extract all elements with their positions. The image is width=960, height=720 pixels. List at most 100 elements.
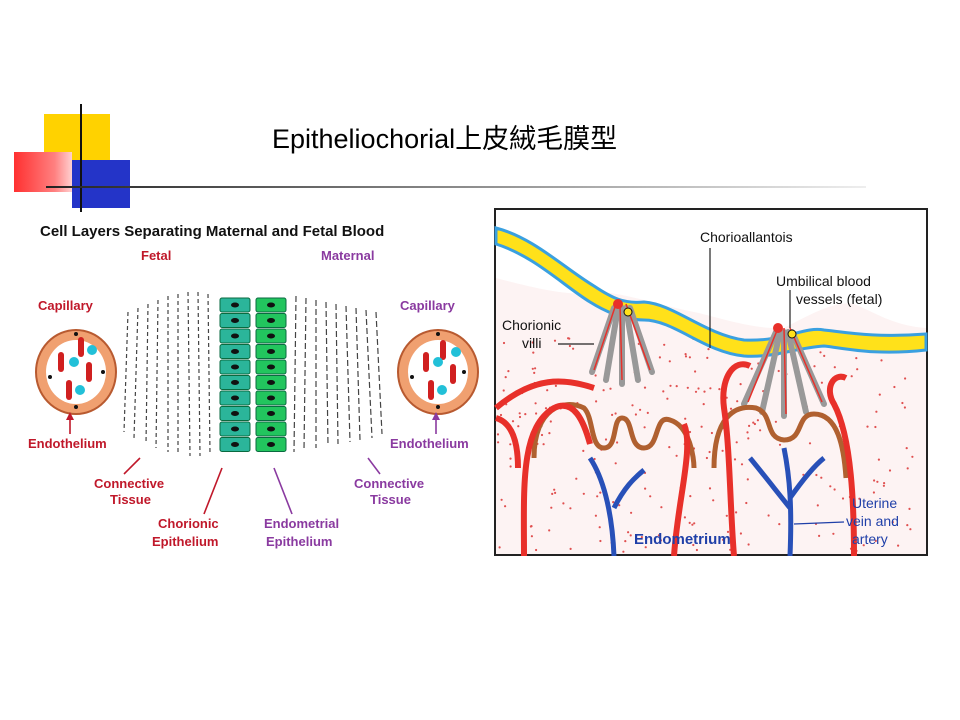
- stipple-dot: [599, 491, 602, 494]
- fetal-label: Fetal: [141, 248, 171, 263]
- stipple-dot: [549, 420, 552, 423]
- stipple-dot: [697, 387, 700, 390]
- uterine-label-line3: artery: [852, 531, 888, 547]
- stipple-dot: [504, 376, 507, 379]
- cell-nucleus: [267, 411, 275, 416]
- stipple-dot: [511, 420, 515, 423]
- stipple-dot: [646, 411, 649, 414]
- stipple-dot: [689, 495, 692, 498]
- stipple-dot: [540, 433, 544, 437]
- stipple-dot: [596, 495, 599, 498]
- stipple-dot: [746, 478, 749, 481]
- stipple-dot: [874, 539, 877, 542]
- stipple-dot: [531, 341, 534, 344]
- arrow-endometrial-epithelium: [273, 467, 293, 515]
- stipple-dot: [813, 365, 816, 368]
- fetal-capillary: [35, 329, 117, 415]
- stipple-dot: [502, 389, 505, 392]
- arrowhead-endothelium-right: [432, 412, 440, 420]
- cell-nucleus: [231, 364, 239, 370]
- stipple-dot: [756, 419, 759, 422]
- stipple-dot: [875, 410, 878, 413]
- stipple-dot: [694, 390, 698, 393]
- cell-nucleus: [267, 302, 275, 308]
- stipple-dot: [614, 412, 617, 415]
- stipple-dot: [568, 344, 571, 348]
- stipple-dot: [759, 429, 762, 432]
- stipple-dot: [675, 385, 678, 388]
- stipple-dot: [829, 485, 832, 488]
- stipple-dot: [712, 499, 715, 502]
- stipple-dot: [684, 417, 687, 420]
- stipple-dot: [736, 400, 739, 403]
- stipple-dot: [662, 390, 665, 393]
- stipple-dot: [705, 456, 708, 460]
- stipple-dot: [833, 488, 836, 491]
- stipple-dot: [911, 455, 914, 458]
- stipple-dot: [616, 441, 619, 444]
- stipple-dot: [855, 357, 858, 360]
- stipple-dot: [668, 360, 671, 363]
- stipple-dot: [729, 407, 733, 410]
- cell-nucleus: [231, 349, 239, 354]
- stipple-dot: [631, 404, 634, 407]
- slide-title: Epitheliochorial上皮絨毛膜型: [272, 124, 618, 154]
- stipple-dot: [535, 548, 538, 552]
- stipple-dot: [703, 390, 706, 393]
- arrow-chorionic-epithelium: [203, 467, 223, 515]
- stipple-dot: [740, 463, 744, 466]
- stipple-dot: [708, 487, 712, 490]
- stipple-dot: [582, 492, 585, 495]
- uterine-veins: [587, 447, 826, 556]
- stipple-dot: [819, 351, 822, 354]
- cell-nucleus: [267, 442, 275, 447]
- endometrium-label: Endometrium: [634, 531, 731, 548]
- stipple-dot: [640, 536, 643, 539]
- umbilical-vessel-left-2: [623, 307, 633, 317]
- deco-red-square: [14, 152, 72, 192]
- stipple-dot: [504, 505, 507, 508]
- stipple-dot: [877, 458, 880, 461]
- stipple-dot: [820, 476, 823, 479]
- endothelium-right-label: Endothelium: [390, 436, 469, 451]
- stipple-dot: [534, 367, 537, 370]
- stipple-dot: [691, 523, 694, 526]
- placenta-illustration: Chorioallantois Umbilical blood vessels …: [494, 208, 928, 556]
- uterine-label-line1: Uterine: [852, 495, 897, 511]
- umbilical-vessel-left: [613, 299, 623, 309]
- stipple-dot: [643, 386, 647, 389]
- stipple-dot: [649, 495, 652, 498]
- cell-nucleus: [231, 333, 239, 339]
- uterine-label-line2: vein and: [846, 513, 899, 529]
- stipple-dot: [517, 425, 520, 428]
- stipple-dot: [530, 535, 533, 538]
- stipple-dot: [693, 522, 696, 525]
- stipple-dot: [500, 498, 503, 501]
- stipple-dot: [820, 381, 823, 384]
- stipple-dot: [518, 415, 522, 419]
- cell-layers-diagram: Cell Layers Separating Maternal and Feta…: [28, 212, 493, 557]
- stipple-dot: [507, 370, 510, 373]
- stipple-dot: [876, 480, 879, 483]
- stipple-dot: [735, 511, 738, 514]
- stipple-dot: [582, 449, 585, 452]
- stipple-dot: [753, 422, 756, 426]
- cell-nucleus: [231, 426, 239, 432]
- stipple-dot: [659, 539, 662, 542]
- stipple-dot: [502, 341, 506, 345]
- stipple-dot: [688, 430, 692, 434]
- stipple-dot: [778, 523, 781, 526]
- stipple-dot: [906, 524, 909, 527]
- umbilical-label-line1: Umbilical blood: [776, 273, 871, 289]
- cell-nucleus: [267, 333, 275, 339]
- stipple-dot: [909, 528, 912, 531]
- stipple-dot: [891, 521, 894, 524]
- stipple-dot: [888, 469, 892, 472]
- deco-vertical-line: [80, 104, 82, 220]
- villi-vessels-right: [747, 327, 823, 415]
- stipple-dot: [683, 516, 686, 519]
- stipple-dot: [660, 506, 663, 509]
- stipple-dot: [533, 371, 536, 374]
- fetal-side: [496, 210, 926, 329]
- stipple-dot: [562, 502, 565, 505]
